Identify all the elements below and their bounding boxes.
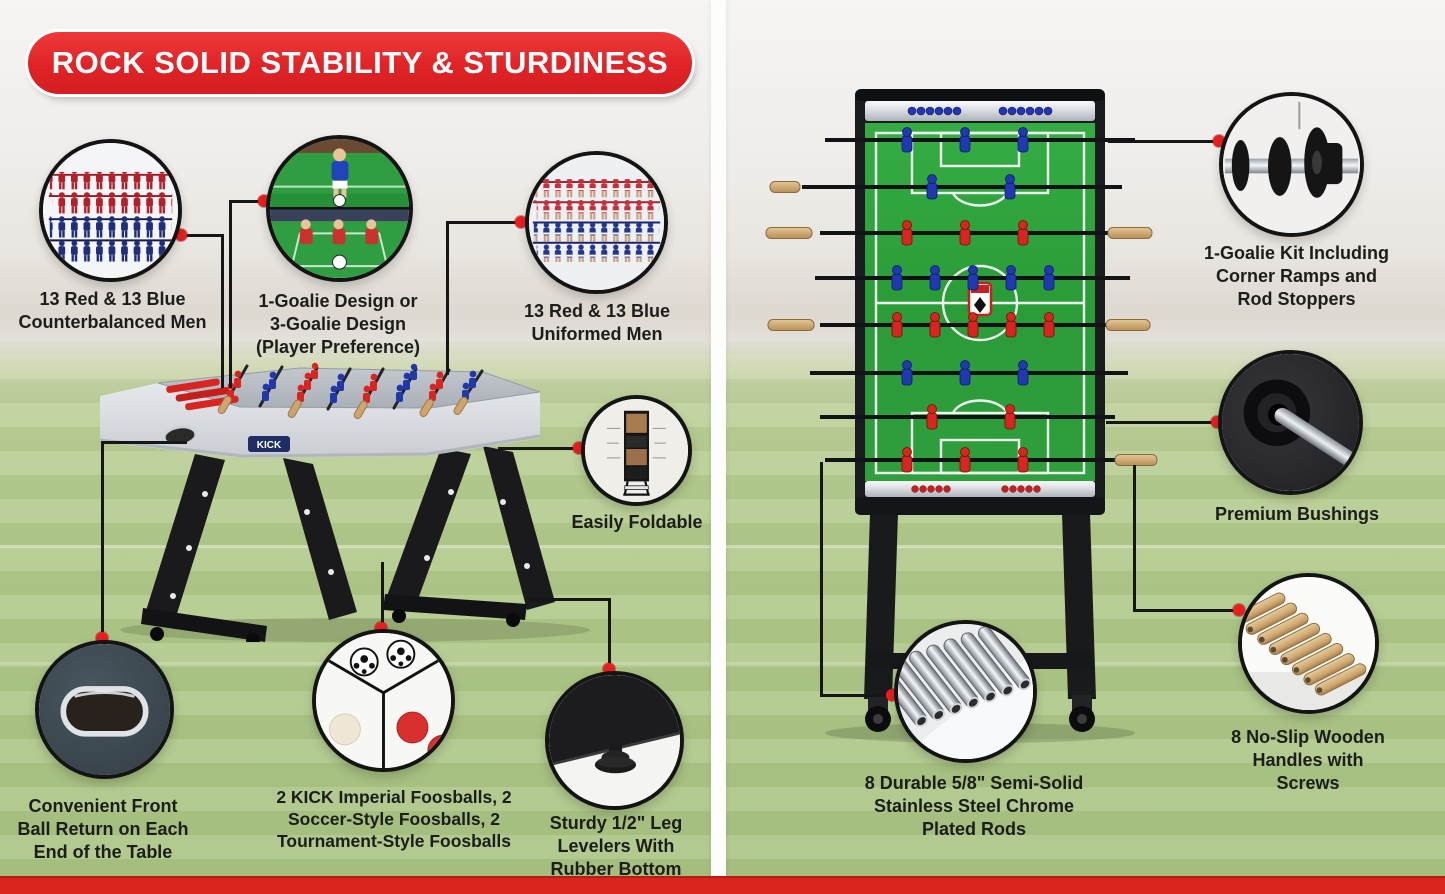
leveler-foot [594, 744, 637, 774]
callout-circle-leg-levelers [545, 671, 684, 810]
brand-logo: KICK [248, 436, 290, 452]
soccer-style-balls [349, 639, 416, 677]
label-foosballs: 2 KICK Imperial Foosballs, 2 Soccer-Styl… [276, 787, 512, 852]
label-counterbalanced-men: 13 Red & 13 Blue Counterbalanced Men [18, 289, 207, 332]
folded-foosball-table: KICK [99, 362, 590, 642]
callout-circle-goalie-kit [1219, 92, 1364, 237]
goalie-kit-photo [1223, 96, 1360, 233]
connector-dot [1233, 604, 1245, 616]
label-leg-levelers: Sturdy 1/2" Leg Levelers With Rubber Bot… [549, 813, 683, 879]
chrome-rods-photo [898, 624, 1033, 759]
callout-circle-foosballs [312, 629, 455, 772]
connector-line [1133, 609, 1240, 612]
connector-line [820, 694, 896, 697]
connector-line [1106, 421, 1220, 424]
connector-dot [515, 216, 527, 228]
foldable-table-drawing [585, 399, 688, 502]
connector-line [221, 234, 224, 388]
callout-circle-chrome-rods [894, 620, 1037, 763]
rod-handles [765, 181, 1158, 466]
score-counter-top [865, 101, 1095, 121]
callout-circle-ball-return [35, 640, 174, 779]
connector-line [229, 200, 232, 388]
label-wooden-handles: 8 No-Slip Wooden Handles with Screws [1231, 727, 1385, 793]
player-rods [217, 362, 484, 420]
score-counter-bottom [865, 481, 1095, 497]
connector-line [381, 562, 384, 630]
table-stand [864, 513, 1096, 732]
callout-circle-goalie-design [266, 135, 413, 282]
black-folding-legs [141, 446, 555, 642]
connector-line [820, 462, 823, 697]
bottom-red-bar [0, 876, 1445, 894]
connector-line [446, 221, 528, 224]
wooden-handle [217, 395, 468, 420]
rod-players [227, 362, 477, 403]
leg-leveler-photo [549, 675, 680, 806]
label-ball-return: Convenient Front Ball Return on Each End… [17, 796, 189, 862]
eight-handles [1242, 592, 1367, 696]
upright-foosball-table [765, 89, 1158, 743]
label-uniformed-men: 13 Red & 13 Blue Uniformed Men [523, 301, 671, 344]
page-title: ROCK SOLID STABILITY & STURDINESS [51, 45, 669, 80]
callout-circle-premium-bushings [1218, 350, 1363, 495]
panel-divider [711, 0, 726, 878]
goalie-design-photo [270, 139, 409, 278]
ball-return-photo [39, 644, 170, 775]
connector-line [608, 598, 611, 672]
label-chrome-rods: 8 Durable 5/8" Semi-Solid Stainless Stee… [864, 773, 1084, 839]
three-red-goalies [299, 219, 379, 245]
rod-players [891, 127, 1055, 473]
svg-text:KICK: KICK [257, 440, 282, 451]
connector-line [1108, 140, 1221, 143]
connector-line [101, 441, 187, 444]
label-goalie-kit: 1-Goalie Kit Including Corner Ramps and … [1203, 243, 1389, 309]
wooden-handles-photo [1242, 577, 1375, 710]
label-goalie-design: 1-Goalie Design or 3-Goalie Design (Play… [255, 291, 421, 357]
premium-bushings-photo [1222, 354, 1359, 491]
connector-line [498, 447, 584, 450]
header-banner: ROCK SOLID STABILITY & STURDINESS [28, 32, 692, 94]
callout-circle-counterbalanced-men [39, 139, 182, 282]
single-blue-goalie [331, 148, 349, 198]
rubber-stoppers [1231, 127, 1343, 200]
callout-circle-uniformed-men [525, 151, 668, 294]
callout-circle-wooden-handles [1238, 573, 1379, 714]
connector-line [446, 221, 449, 375]
rod-ends [898, 626, 1032, 728]
callout-circle-easily-foldable [581, 395, 692, 506]
connector-line [528, 598, 611, 601]
ball-return-hole [162, 425, 198, 447]
label-easily-foldable: Easily Foldable [571, 512, 703, 532]
connector-line [101, 441, 104, 641]
connector-line [1133, 465, 1136, 612]
foosballs-photo [316, 633, 451, 768]
connector-line [180, 234, 224, 237]
center-brand-shield [967, 281, 993, 317]
uniformed-men-photo [529, 155, 664, 290]
label-premium-bushings: Premium Bushings [1214, 504, 1380, 524]
counterbalanced-men-photo [43, 143, 178, 278]
connector-line [229, 200, 269, 203]
